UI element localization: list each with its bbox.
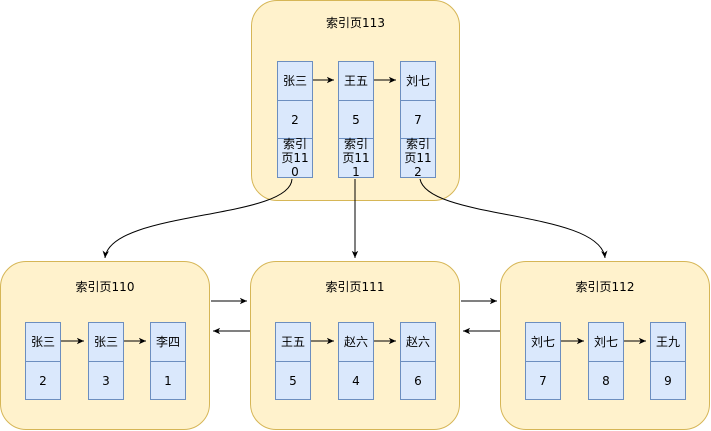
entry: 刘七 8: [588, 322, 624, 400]
entry: 王九 9: [650, 322, 686, 400]
entry-key: 赵六: [338, 322, 374, 362]
page-title: 索引页110: [75, 280, 135, 294]
entry-key: 李四: [150, 322, 186, 362]
entry-key: 张三: [88, 322, 124, 362]
entry-liuqi: 刘七 7 索引页112: [400, 61, 436, 179]
entry-key: 刘七: [525, 322, 561, 362]
entry-id: 5: [275, 361, 311, 400]
entry-pointer: 索引页112: [400, 137, 436, 179]
entry: 刘七 7: [525, 322, 561, 400]
page-title: 索引页113: [326, 16, 385, 30]
entry-zhangsan: 张三 2 索引页110: [277, 61, 313, 179]
index-page-110: 索引页110 张三 2 张三 3 李四 1: [0, 261, 210, 430]
page-title: 索引页111: [325, 280, 385, 294]
entry-id: 3: [88, 361, 124, 400]
entry-key: 张三: [277, 61, 313, 101]
entry-id: 5: [338, 100, 374, 139]
entry: 赵六 6: [400, 322, 436, 400]
entry-id: 6: [400, 361, 436, 400]
entry-pointer: 索引页111: [338, 137, 374, 179]
entry-key: 王五: [338, 61, 374, 101]
index-page-112: 索引页112 刘七 7 刘七 8 王九 9: [500, 261, 710, 430]
entry: 张三 3: [88, 322, 124, 400]
entry-key: 张三: [25, 322, 61, 362]
entry-id: 2: [25, 361, 61, 400]
entry-pointer: 索引页110: [277, 137, 313, 179]
entry-key: 赵六: [400, 322, 436, 362]
entry-id: 9: [650, 361, 686, 400]
page-title: 索引页112: [575, 280, 635, 294]
index-page-111: 索引页111 王五 5 赵六 4 赵六 6: [250, 261, 460, 430]
entry-id: 7: [400, 100, 436, 139]
index-page-113: 索引页113 张三 2 索引页110 王五 5 索引页111 刘七 7 索引页1…: [251, 0, 460, 201]
entry-id: 7: [525, 361, 561, 400]
entry-id: 4: [338, 361, 374, 400]
entry-id: 1: [150, 361, 186, 400]
entry: 赵六 4: [338, 322, 374, 400]
entry-key: 刘七: [400, 61, 436, 101]
entry-id: 8: [588, 361, 624, 400]
entry: 王五 5: [275, 322, 311, 400]
entry-wangwu: 王五 5 索引页111: [338, 61, 374, 179]
entry: 李四 1: [150, 322, 186, 400]
entry-id: 2: [277, 100, 313, 139]
entry-key: 王九: [650, 322, 686, 362]
entry: 张三 2: [25, 322, 61, 400]
entry-key: 王五: [275, 322, 311, 362]
entry-key: 刘七: [588, 322, 624, 362]
